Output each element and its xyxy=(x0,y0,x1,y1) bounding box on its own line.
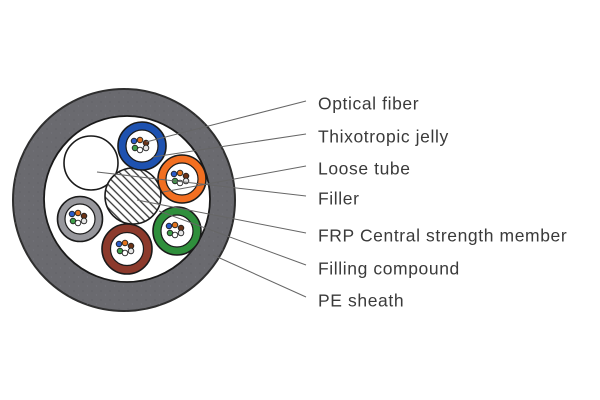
leader-line xyxy=(145,100,307,143)
optical-fiber-dots xyxy=(165,221,185,239)
component-label: Loose tube xyxy=(318,159,411,179)
loose-tube-brown xyxy=(101,223,153,275)
loose-tube-blue xyxy=(117,121,167,171)
optical-fiber-dots xyxy=(115,239,135,257)
component-label: PE sheath xyxy=(318,291,404,311)
optical-fiber-dots xyxy=(130,136,150,154)
component-label: Optical fiber xyxy=(318,94,419,114)
loose-tube-gray xyxy=(56,195,104,243)
leader-line xyxy=(96,171,307,197)
leader-line xyxy=(162,165,307,193)
component-label: Thixotropic jelly xyxy=(318,127,449,147)
component-label: Filler xyxy=(318,189,360,209)
loose-tube-orange xyxy=(157,154,207,204)
loose-tube-green xyxy=(152,206,202,256)
filler-rod xyxy=(63,135,119,191)
leader-line xyxy=(158,210,307,266)
optical-fiber-dots xyxy=(68,209,88,227)
leader-line xyxy=(212,254,307,298)
component-label: FRP Central strength member xyxy=(318,226,567,246)
leader-line xyxy=(152,133,307,158)
leader-line xyxy=(136,199,307,234)
component-label: Filling compound xyxy=(318,259,460,279)
